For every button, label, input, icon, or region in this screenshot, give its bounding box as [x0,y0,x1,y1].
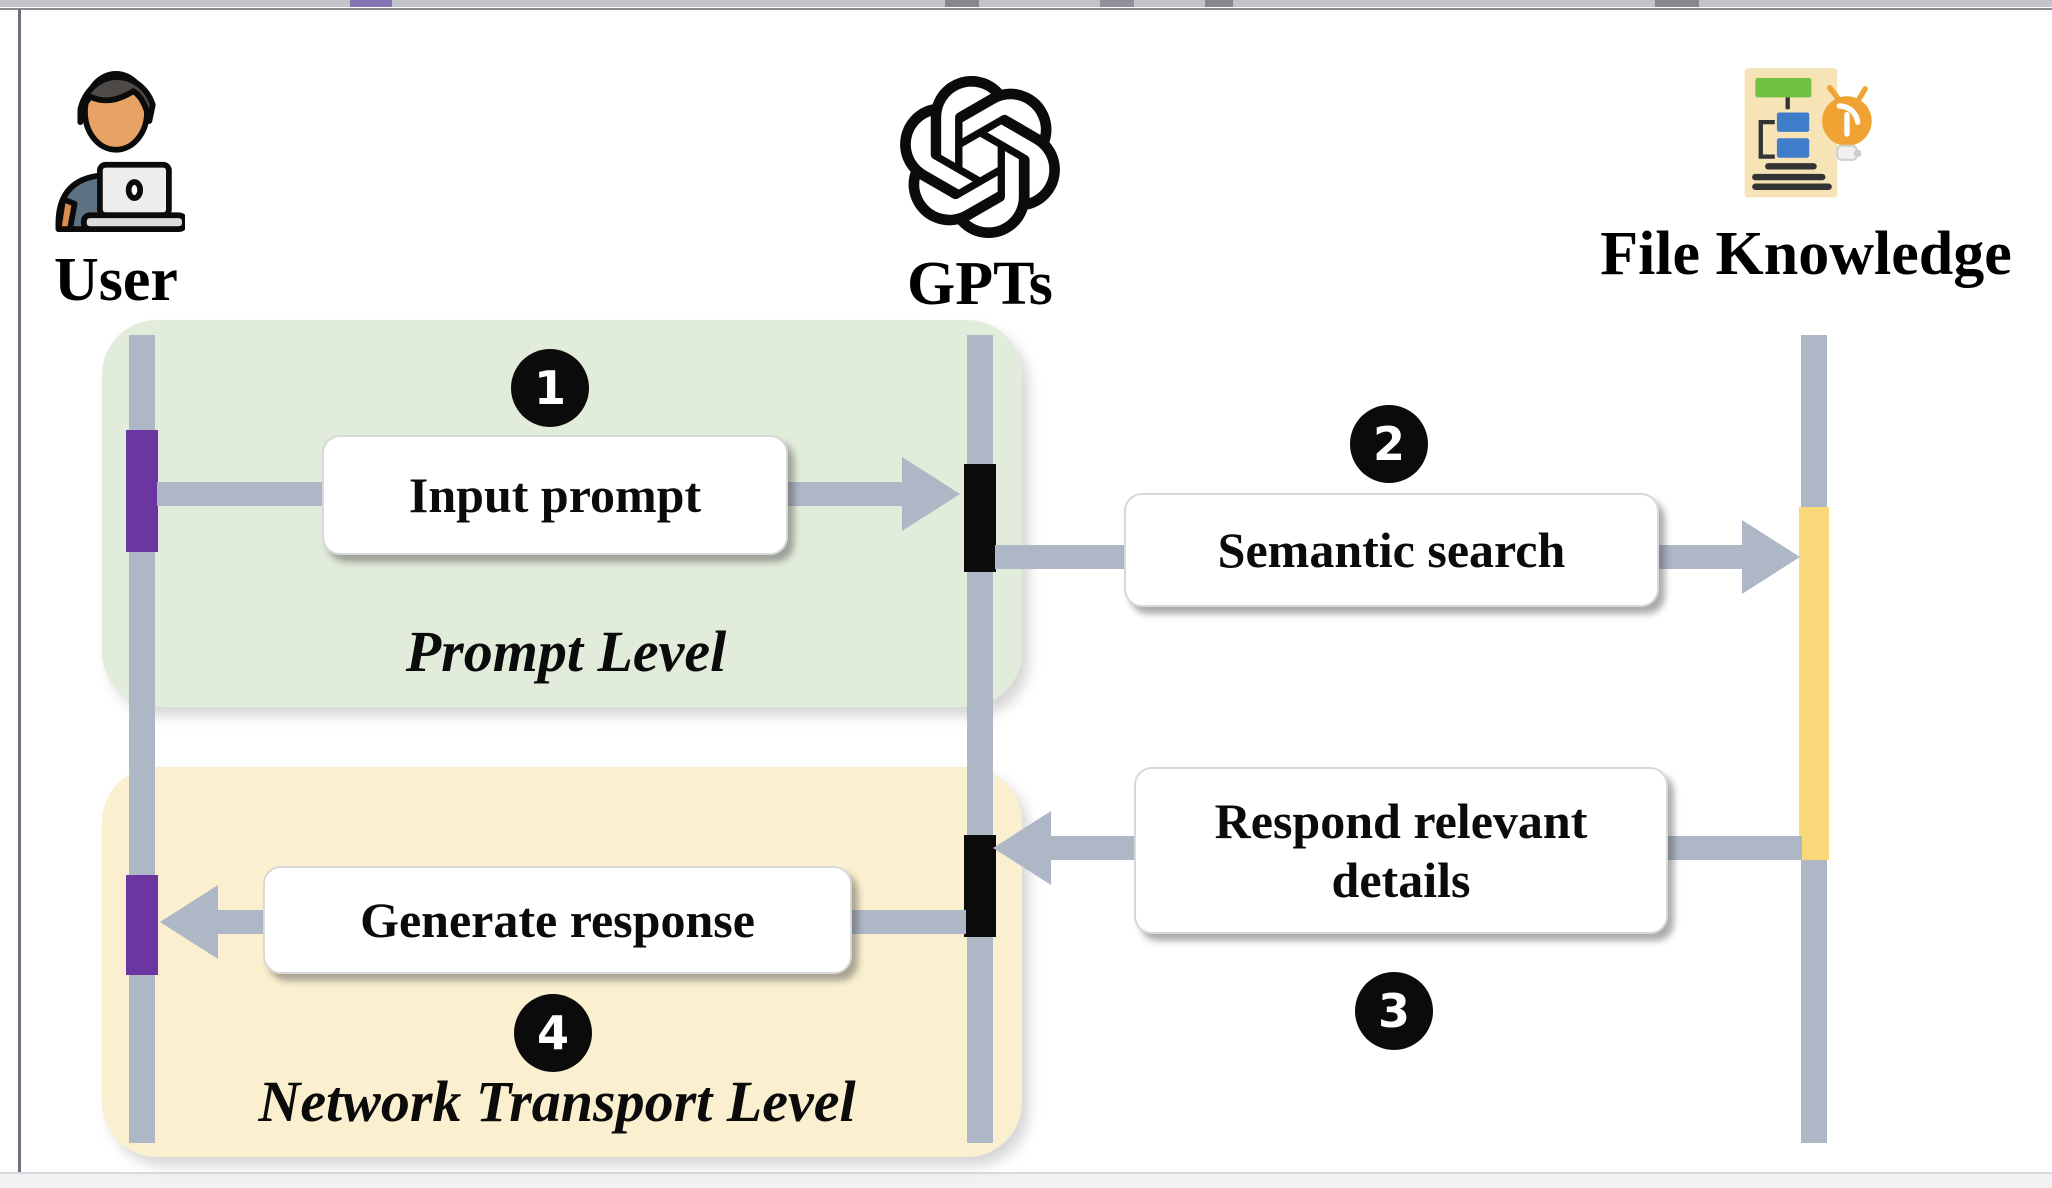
window-top-strip [0,0,2052,7]
actor-label: User [54,246,178,314]
frame-bottom-border [0,1172,2052,1174]
user-activation-bar-1 [126,430,158,552]
arrowhead-left-icon [160,885,218,959]
top-strip-fragment [945,0,979,7]
gpts-activation-bar-1 [964,464,996,572]
message-label-semantic-search: Semantic search [1124,493,1659,607]
arrowhead-left-icon [993,811,1051,885]
actor-file-knowledge: File Knowledge [1570,64,2042,290]
step-badge-3: 3 [1355,972,1433,1050]
actor-label: File Knowledge [1600,220,2012,288]
arrowhead-right-icon [1742,520,1800,594]
user-activation-bar-2 [126,875,158,975]
actor-label: GPTs [907,250,1053,318]
top-strip-fragment [1100,0,1134,7]
step-badge-2: 2 [1350,405,1428,483]
person-at-laptop-icon [36,56,196,237]
step-badge-4: 4 [514,994,592,1072]
message-text: Input prompt [408,466,702,523]
top-strip-fragment [1655,0,1699,7]
file-knowledge-activation-bar [1799,507,1829,860]
top-strip-fragment [350,0,392,7]
actor-user: User [36,56,196,316]
message-text: Semantic search [1217,521,1566,578]
window-bottom-strip [0,1174,2052,1188]
message-text: Generate response [360,891,755,948]
frame-top-border [0,8,2052,10]
message-label-respond-relevant-details: Respond relevant details [1134,767,1668,934]
document-lightbulb-icon [1570,64,2042,209]
gpts-lifeline [967,335,993,1143]
step-badge-1: 1 [511,349,589,427]
openai-logo-icon [880,76,1080,243]
prompt-level-label: Prompt Level [405,619,727,684]
top-strip-fragment [1205,0,1233,7]
message-label-generate-response: Generate response [263,866,852,974]
arrowhead-right-icon [902,457,960,531]
message-text: Respond relevant details [1214,792,1588,908]
actor-gpts: GPTs [880,76,1080,320]
message-label-input-prompt: Input prompt [322,435,788,555]
frame-left-border [18,9,21,1172]
gpts-activation-bar-2 [964,835,996,937]
network-transport-level-label: Network Transport Level [258,1069,856,1134]
